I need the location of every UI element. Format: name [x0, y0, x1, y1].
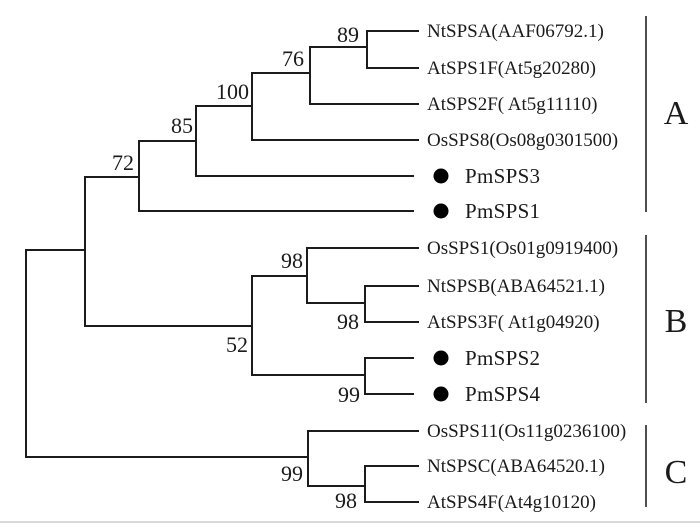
bootstrap-value: 99	[281, 461, 303, 486]
bootstrap-value: 52	[226, 332, 248, 357]
taxon-label: OsSPS11(Os11g0236100)	[427, 421, 626, 442]
tree-branches	[25, 30, 419, 503]
bootstrap-labels: 89 76 100 85 72 98 98 52 99 99 98	[112, 22, 360, 513]
taxon-label: PmSPS3	[465, 164, 540, 188]
leaf-labels: NtSPSA(AAF06792.1) AtSPS1F(At5g20280) At…	[427, 21, 626, 513]
branch-root	[25, 249, 309, 458]
taxon-label: PmSPS4	[465, 382, 541, 406]
taxon-label: AtSPS3F( At1g04920)	[427, 312, 600, 333]
taxon-label: NtSPSA(AAF06792.1)	[427, 21, 604, 42]
bootstrap-value: 98	[337, 309, 359, 334]
group-c-label: C	[665, 454, 688, 491]
branch-node-85	[195, 105, 414, 177]
group-a-label: A	[664, 95, 689, 132]
bootstrap-value: 72	[112, 150, 134, 175]
black-dot-icon	[433, 350, 449, 366]
group-b-label: B	[665, 303, 688, 340]
taxon-label: PmSPS1	[465, 199, 540, 223]
bootstrap-value: 99	[338, 382, 360, 407]
branch-node-ab	[84, 176, 253, 327]
taxon-label: AtSPS2F( At5g11110)	[427, 94, 598, 115]
group-brackets: A B C	[645, 16, 689, 507]
pm-markers	[433, 168, 449, 402]
taxon-label: AtSPS1F(At5g20280)	[427, 58, 596, 79]
bootstrap-value: 100	[216, 79, 249, 104]
bootstrap-value: 89	[337, 22, 359, 47]
black-dot-icon	[433, 203, 449, 219]
branch-node-99-b	[364, 357, 414, 395]
branch-node-98-b	[306, 247, 419, 304]
branch-node-100	[251, 72, 419, 141]
branch-node-89	[366, 30, 419, 69]
taxon-label: OsSPS1(Os01g0919400)	[427, 238, 618, 259]
black-dot-icon	[433, 168, 449, 184]
black-dot-icon	[433, 386, 449, 402]
branch-node-52	[251, 275, 366, 376]
taxon-label: PmSPS2	[465, 346, 540, 370]
bootstrap-value: 85	[171, 113, 193, 138]
taxon-label: AtSPS4F(At4g10120)	[427, 492, 596, 513]
branch-node-99-c	[307, 430, 419, 487]
taxon-label: OsSPS8(Os08g0301500)	[427, 130, 618, 151]
branch-node-98-c	[364, 465, 419, 503]
bootstrap-value: 98	[335, 488, 357, 513]
bootstrap-value: 76	[282, 46, 304, 71]
branch-node-76	[309, 46, 419, 105]
branch-node-98-b2	[364, 285, 419, 323]
taxon-label: NtSPSC(ABA64520.1)	[427, 456, 605, 477]
branch-node-72	[138, 140, 414, 212]
bootstrap-value: 98	[281, 248, 303, 273]
taxon-label: NtSPSB(ABA64521.1)	[427, 276, 605, 297]
